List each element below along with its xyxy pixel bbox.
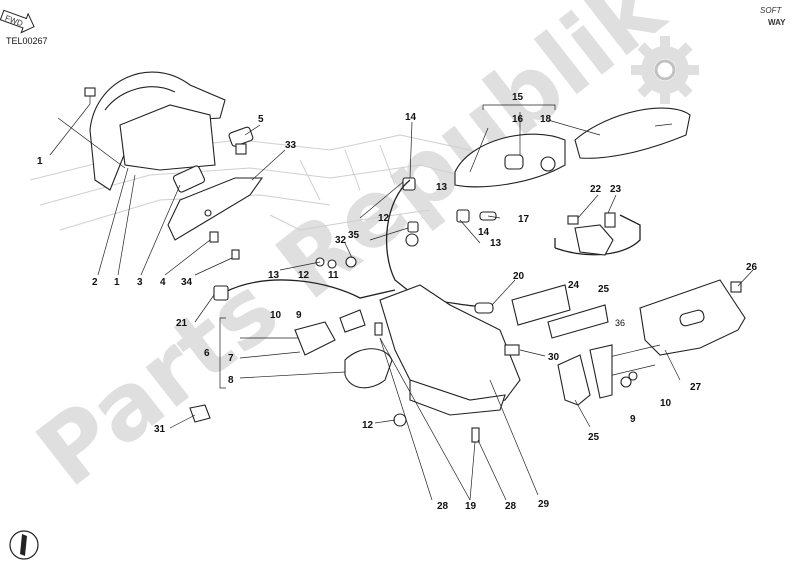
bracket-25 [557,344,613,406]
callout-1b: 1 [114,277,120,288]
tail-light [454,133,566,188]
callout-28b: 28 [505,501,517,512]
connector-23 [574,212,616,256]
callout-4: 4 [160,277,166,288]
tail-cowl [89,71,226,191]
callout-13c: 13 [490,238,502,249]
brand-logo-line1: SOFT [760,6,782,15]
callout-9: 9 [296,310,302,321]
callout-31: 31 [154,424,166,435]
tail-light-lens [574,107,691,159]
screw-19b [374,322,383,336]
connector-21 [213,285,229,301]
callout-22: 22 [590,184,602,195]
callout-19: 19 [465,501,477,512]
bolt-34 [209,231,240,260]
callout-1a: 1 [37,156,43,167]
bulb [474,211,497,314]
callout-17: 17 [518,214,530,225]
callout-23: 23 [610,184,622,195]
callout-32: 32 [335,235,347,246]
bolt-26 [730,281,742,293]
callout-27: 27 [690,382,702,393]
lock-part [228,126,254,155]
callout-10b: 10 [660,398,672,409]
callout-30: 30 [548,352,560,363]
bolt-1 [84,87,96,104]
plate-support [379,284,521,416]
leader-lines [49,103,754,501]
callout-35: 35 [348,230,360,241]
bracket [167,177,264,241]
fwd-arrow-icon: FWD [0,9,35,34]
callout-12b: 12 [378,213,390,224]
callout-11: 11 [328,270,339,281]
screw-22 [567,215,579,225]
corner-mark-icon [9,530,39,560]
nut-30 [504,344,520,356]
callout-6: 6 [204,348,210,359]
brand-logo-line2: WAY [768,18,786,27]
callout-36: 36 [615,318,625,328]
plate-holder-27 [599,279,746,379]
callout-33: 33 [285,140,297,151]
nut-10 [628,371,638,381]
brand-logo: SOFT WAY [755,4,795,28]
callout-28a: 28 [437,501,449,512]
washer-9 [620,376,632,388]
callout-24: 24 [568,280,580,291]
callout-labels: 1 1 2 3 4 34 5 33 6 7 8 9 10 11 12 12 12… [37,92,758,512]
callout-26: 26 [746,262,758,273]
callout-14b: 14 [478,227,490,238]
callout-25b: 25 [588,432,600,443]
callout-18: 18 [540,114,552,125]
callout-16: 16 [512,114,524,125]
reflector-24 [511,284,571,326]
callout-5: 5 [258,114,264,125]
callout-13b: 13 [436,182,448,193]
callout-2: 2 [92,277,98,288]
callout-7: 7 [228,353,234,364]
callout-29: 29 [538,499,550,510]
callout-8: 8 [228,375,234,386]
callout-20: 20 [513,271,525,282]
callout-21: 21 [176,318,188,329]
callout-13a: 13 [268,270,280,281]
turn-signal [294,309,393,389]
callout-14a: 14 [405,112,417,123]
reflector-25 [547,304,609,339]
callout-9b: 9 [630,414,636,425]
screw-19 [471,427,480,443]
callout-12a: 12 [298,270,310,281]
fwd-label: FWD [4,14,24,29]
grommets [315,177,470,427]
callout-15: 15 [512,92,524,103]
group-brace-6 [219,317,226,389]
callout-12c: 12 [362,420,374,431]
callout-3: 3 [137,277,143,288]
latch [172,165,206,193]
clip-31 [189,404,211,423]
callout-34: 34 [181,277,193,288]
callout-10: 10 [270,310,282,321]
gear-icon [631,36,699,104]
wiring-harness [224,179,641,307]
callout-25a: 25 [598,284,610,295]
drawing-code: TEL00267 [6,36,48,46]
